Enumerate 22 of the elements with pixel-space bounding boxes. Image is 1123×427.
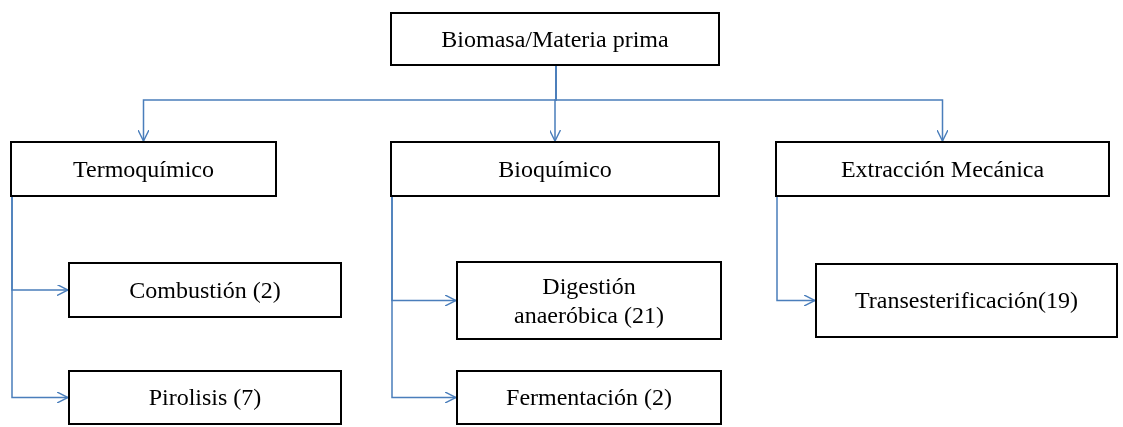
process-box [456,370,722,425]
process-box [10,141,277,197]
box-label: Termoquímico [73,154,214,184]
process-box [456,261,722,340]
process-box [815,263,1118,338]
box-label: Extracción Mecánica [840,154,1045,184]
process-box [390,12,720,66]
box-label: Bioquímico [498,154,612,184]
box-label: Digestión anaeróbica (21) [513,271,665,330]
box-label: Transesterificación(19) [854,286,1078,315]
box-label: Combustión (2) [129,275,281,305]
box-label: Pirolisis (7) [148,383,262,412]
process-box [390,141,720,197]
box-label: Fermentación (2) [506,383,672,412]
process-box [68,370,342,425]
connector-arrow [391,196,457,404]
connector-arrow [555,65,949,142]
process-box [68,262,342,318]
process-box [775,141,1110,197]
connector-arrow [11,196,69,404]
connector-arrow [776,196,816,307]
box-label: Biomasa/Materia prima [441,24,669,54]
